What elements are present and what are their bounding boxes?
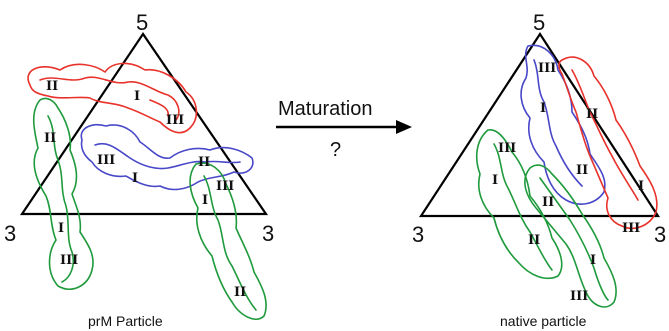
right-green2-domain-III: III xyxy=(570,289,588,304)
maturation-label: Maturation xyxy=(278,98,373,120)
right-blue-domain-II: II xyxy=(576,163,588,178)
left-green-chain-2-detail xyxy=(204,176,256,310)
left-blue-domain-I: I xyxy=(132,171,138,186)
right-green2-domain-II: II xyxy=(528,233,540,248)
right-green2-domain-I: I xyxy=(590,253,596,268)
right-green-domain-I: I xyxy=(492,173,498,188)
right-blue-chain-detail xyxy=(534,60,582,186)
maturation-question: ? xyxy=(330,139,341,161)
maturation-arrow-group: Maturation ? xyxy=(276,98,412,161)
right-red-domain-II: II xyxy=(586,107,598,122)
right-vertex-5: 5 xyxy=(533,10,545,35)
left-red-domain-I: I xyxy=(134,89,140,104)
left-caption: prM Particle xyxy=(88,313,163,329)
left-vertex-3-left: 3 xyxy=(4,221,16,246)
arrow-head-icon xyxy=(396,120,412,134)
left-blue-domain-II: II xyxy=(198,155,210,170)
right-red-domain-III: III xyxy=(622,221,640,236)
left-green2-domain-I: I xyxy=(202,193,208,208)
left-green-domain-I: I xyxy=(58,221,64,236)
native-particle-panel: 5 3 3 III I II II I III III I II II I II… xyxy=(412,10,666,329)
prm-particle-panel: 5 3 3 II I III III I II II I III III I I… xyxy=(4,10,274,329)
left-green-domain-II: II xyxy=(44,131,56,146)
left-green-domain-III: III xyxy=(60,253,78,268)
right-vertex-3-left: 3 xyxy=(412,222,424,247)
left-vertex-5: 5 xyxy=(136,10,148,35)
left-green2-domain-III: III xyxy=(216,179,234,194)
left-blue-domain-III: III xyxy=(97,153,115,168)
right-green-domain-III: III xyxy=(498,141,516,156)
right-blue-domain-III: III xyxy=(538,61,556,76)
right-blue-domain-I: I xyxy=(540,101,546,116)
right-red-domain-I: I xyxy=(638,179,644,194)
left-red-domain-III: III xyxy=(166,113,184,128)
right-green-domain-II: II xyxy=(542,195,554,210)
right-caption: native particle xyxy=(500,313,587,329)
left-red-domain-II: II xyxy=(46,79,58,94)
right-vertex-3-right: 3 xyxy=(654,222,666,247)
left-vertex-3-right: 3 xyxy=(262,221,274,246)
left-green2-domain-II: II xyxy=(234,285,246,300)
